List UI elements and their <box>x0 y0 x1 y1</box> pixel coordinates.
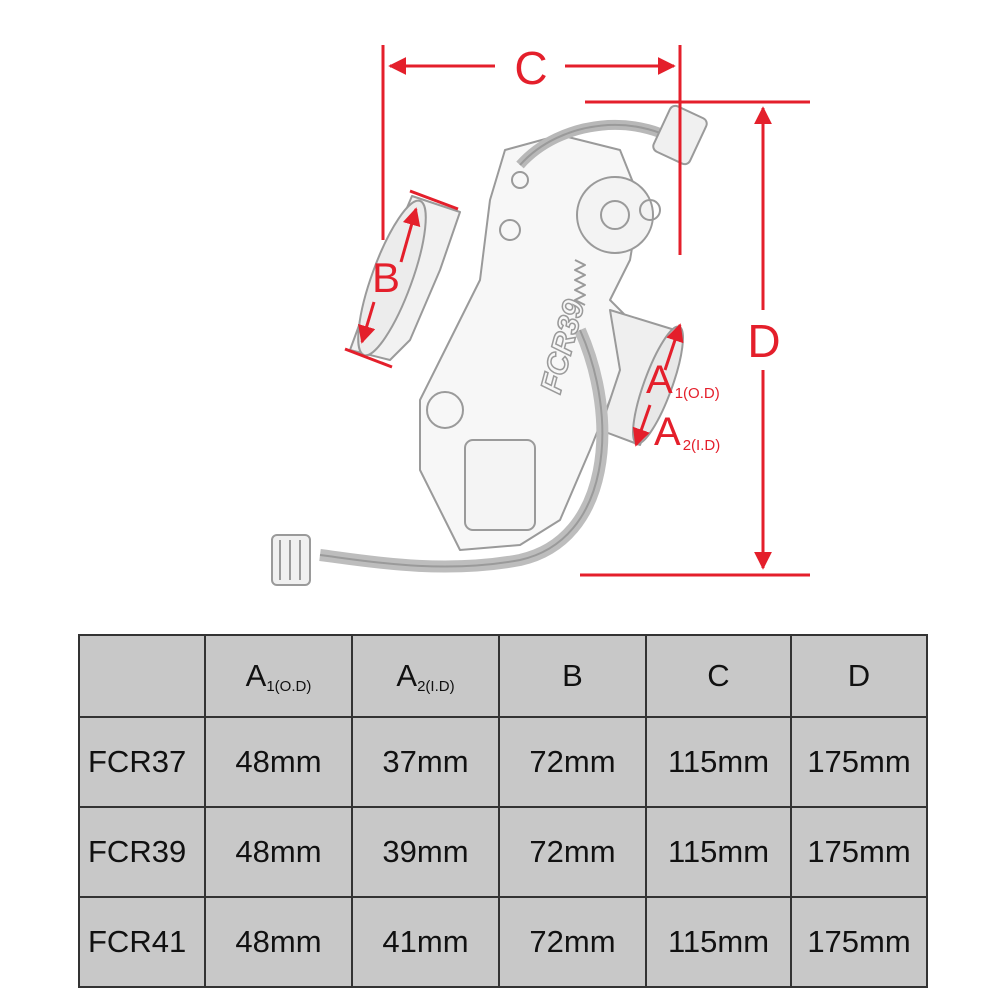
cell-d: 175mm <box>790 716 928 808</box>
cell-a1: 48mm <box>204 896 353 988</box>
table-row: FCR41 48mm 41mm 72mm 115mm 175mm <box>78 896 928 988</box>
dimension-b <box>344 189 459 369</box>
label-c: C <box>514 42 547 94</box>
row-model: FCR39 <box>78 806 206 898</box>
header-cell-b: B <box>498 634 647 718</box>
cell-a1: 48mm <box>204 806 353 898</box>
cell-c: 115mm <box>645 716 792 808</box>
label-b: B <box>372 254 400 301</box>
carburetor-illustration <box>271 104 708 586</box>
table-header-row: A1(O.D) A2(I.D) B C D <box>78 634 928 718</box>
cell-a2: 37mm <box>351 716 500 808</box>
cell-a2: 39mm <box>351 806 500 898</box>
label-d: D <box>747 315 780 367</box>
header-cell-a2: A2(I.D) <box>351 634 500 718</box>
header-cell-d: D <box>790 634 928 718</box>
cell-c: 115mm <box>645 896 792 988</box>
table-row: FCR39 48mm 39mm 72mm 115mm 175mm <box>78 806 928 898</box>
header-cell-empty <box>78 634 206 718</box>
cell-b: 72mm <box>498 806 647 898</box>
label-a2-sub: 2(I.D) <box>683 437 721 454</box>
cell-b: 72mm <box>498 896 647 988</box>
row-model: FCR41 <box>78 896 206 988</box>
cell-c: 115mm <box>645 806 792 898</box>
cell-a1: 48mm <box>204 716 353 808</box>
cell-a2: 41mm <box>351 896 500 988</box>
row-model: FCR37 <box>78 716 206 808</box>
cell-d: 175mm <box>790 806 928 898</box>
dimension-d <box>580 100 810 577</box>
spec-table: A1(O.D) A2(I.D) B C D FCR37 48mm 37mm 72… <box>78 634 928 988</box>
table-row: FCR37 48mm 37mm 72mm 115mm 175mm <box>78 716 928 808</box>
dimension-c <box>381 45 682 255</box>
label-a1-sub: 1(O.D) <box>675 385 720 402</box>
dimension-a <box>632 323 684 447</box>
header-cell-a1: A1(O.D) <box>204 634 353 718</box>
cell-d: 175mm <box>790 896 928 988</box>
header-cell-c: C <box>645 634 792 718</box>
cell-b: 72mm <box>498 716 647 808</box>
